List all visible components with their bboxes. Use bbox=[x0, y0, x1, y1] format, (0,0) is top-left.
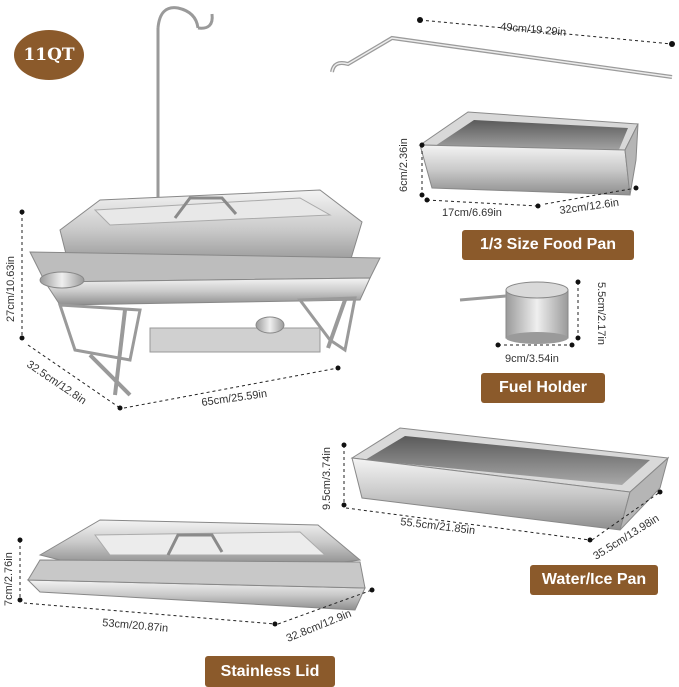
chafer-image bbox=[29, 6, 381, 397]
water-pan-image bbox=[350, 427, 670, 531]
fuel-width-text: 9cm/3.54in bbox=[505, 353, 559, 365]
chafer-height-text: 27cm/10.63in bbox=[5, 256, 17, 322]
chafer-length-text: 65cm/25.59in bbox=[201, 388, 268, 409]
chafer-depth-text: 32.5cm/12.8in bbox=[24, 359, 88, 408]
food-pan-image bbox=[418, 111, 639, 196]
food-pan-length-text: 32cm/12.6in bbox=[559, 197, 620, 217]
lid-height-text: 7cm/2.76in bbox=[3, 552, 15, 606]
lid-length-text: 53cm/20.87in bbox=[102, 617, 169, 635]
rod-length-text: 49cm/19.29in bbox=[500, 21, 567, 39]
fuel-height-text: 5.5cm/2.17in bbox=[595, 282, 607, 345]
lid-label: Stainless Lid bbox=[205, 656, 335, 687]
fuel-holder-label: Fuel Holder bbox=[481, 373, 605, 403]
water-pan-length-text: 55.5cm/21.85in bbox=[400, 516, 476, 537]
hanging-rod bbox=[330, 35, 673, 79]
food-pan-label: 1/3 Size Food Pan bbox=[462, 230, 634, 260]
fuel-holder-image bbox=[459, 281, 569, 344]
food-pan-depth-text: 6cm/2.36in bbox=[398, 138, 410, 192]
food-pan-width-text: 17cm/6.69in bbox=[442, 207, 502, 219]
rod-length-dimension: 49cm/19.29in bbox=[417, 17, 675, 47]
fuel-holder-dimensions: 5.5cm/2.17in 9cm/3.54in bbox=[495, 279, 607, 365]
water-pan-label: Water/Ice Pan bbox=[530, 565, 658, 595]
water-pan-depth-text: 9.5cm/3.74in bbox=[321, 447, 333, 510]
lid-width-text: 32.8cm/12.9in bbox=[285, 608, 354, 645]
capacity-badge: 11QT bbox=[14, 30, 84, 80]
lid-image bbox=[26, 519, 366, 611]
